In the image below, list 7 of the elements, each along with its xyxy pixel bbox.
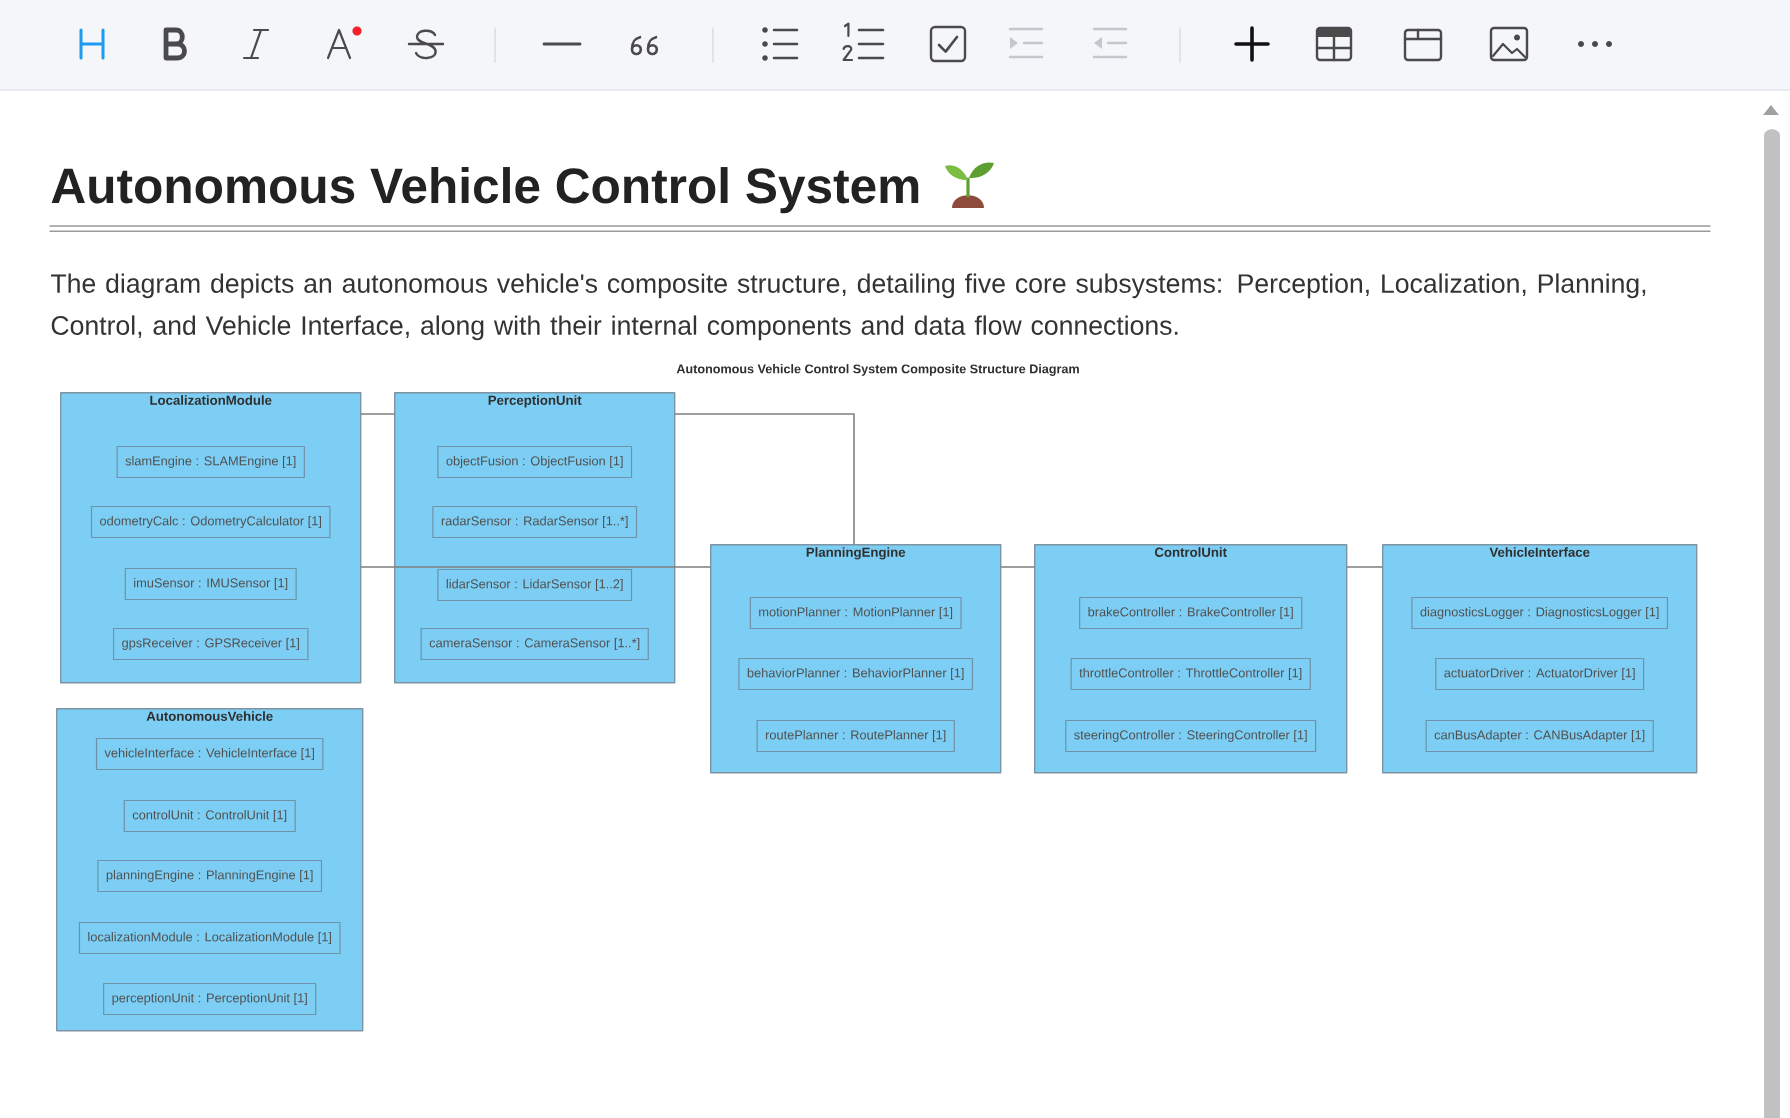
connector-line bbox=[1000, 566, 1035, 568]
description-text: The diagram depicts an autonomous vehicle's composite structure, detailing five core subsystems: Perception, Localization, Planning, Control, and Vehicle Interface, along with their internal components and data flow connections. bbox=[51, 273, 1646, 341]
connector-line bbox=[1346, 566, 1383, 568]
page-title: Autonomous Vehicle Control System bbox=[51, 167, 919, 214]
connector-line bbox=[674, 413, 855, 545]
connector-line bbox=[360, 413, 395, 415]
connector-line bbox=[360, 566, 711, 568]
